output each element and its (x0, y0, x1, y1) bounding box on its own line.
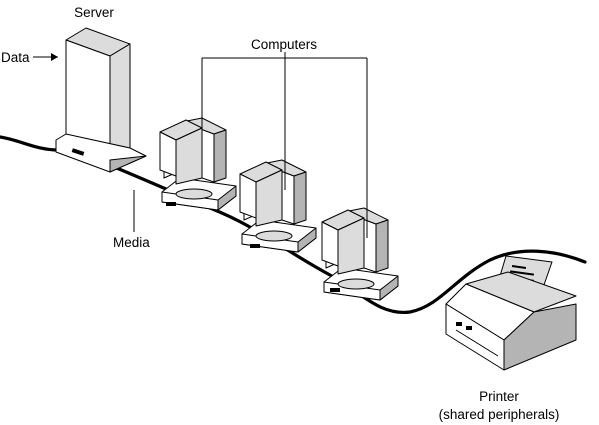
cable-connector-3 (330, 288, 340, 292)
cable-connector-2 (250, 244, 260, 248)
data-arrow-head (51, 53, 58, 61)
server-tower (55, 27, 147, 173)
label-printer-subtitle: (shared peripherals) (439, 407, 560, 422)
label-media: Media (113, 235, 150, 250)
cable-connector-1 (166, 202, 176, 206)
label-computers: Computers (251, 37, 317, 52)
computer-3 (321, 207, 399, 301)
printer-device (445, 255, 577, 371)
label-data: Data (1, 50, 30, 65)
computer-1 (159, 117, 237, 211)
label-server: Server (74, 5, 114, 20)
label-printer: Printer (479, 389, 519, 404)
computer-2 (239, 159, 317, 253)
computers-bracket (201, 52, 368, 238)
